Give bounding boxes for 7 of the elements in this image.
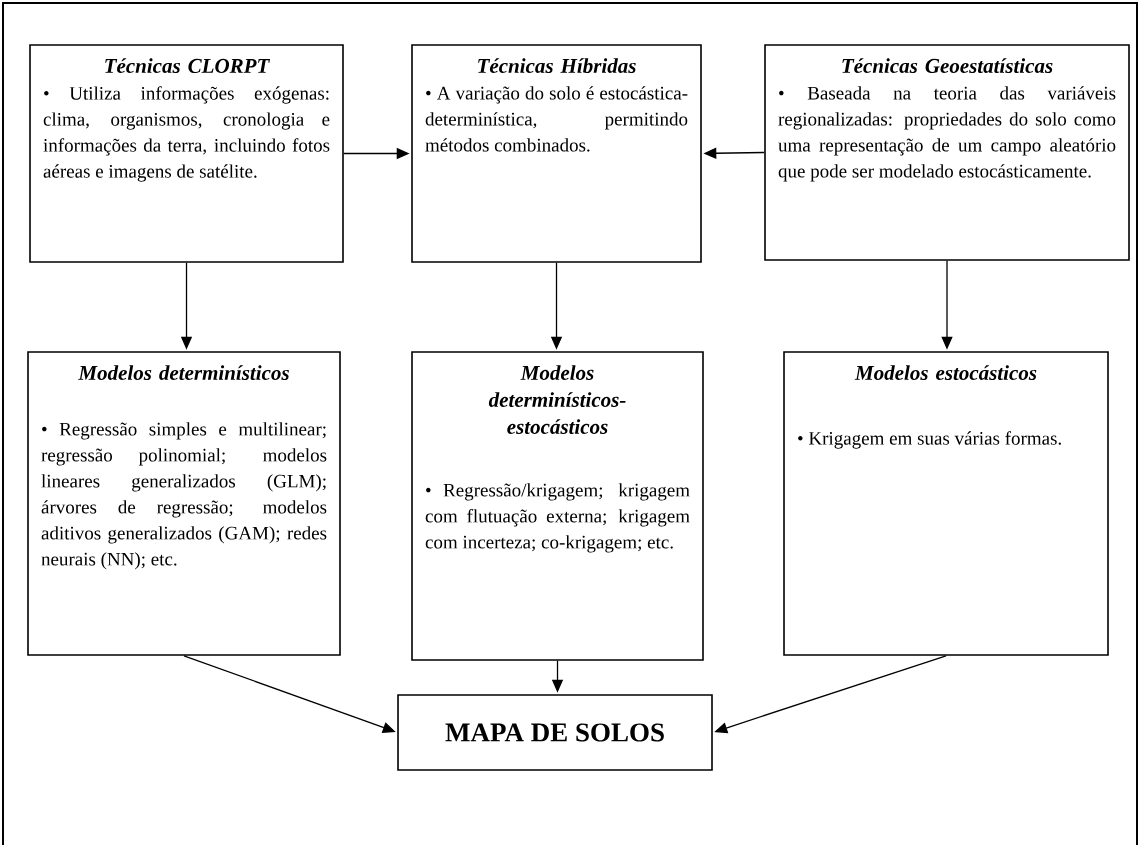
result-box: MAPA DE SOLOS xyxy=(397,694,713,771)
text-box: Técnicas CLORPT • Utiliza informações exógenas: clima, organismos, cronologia e informações da terra, incluindo fotos aéreas e imagens de satélite. xyxy=(29,44,344,263)
text-box: Modelos determinísticos • Regressão simples e multilinear; regressão polinomial; modelos lineares generalizados (GLM); árvores de regressão; modelos aditivos generalizados (GAM); redes neurais (NN); etc. xyxy=(27,351,341,656)
text-box: Modelos estocásticos • Krigagem em suas várias formas. xyxy=(783,351,1109,656)
text-box: Técnicas Geoestatísticas • Baseada na teoria das variáveis regionalizadas: propriedades do solo como uma representação de um campo aleatório que pode ser modelado estocásticamente. xyxy=(764,44,1130,261)
text-box: Modelos determinísticos-estocásticos • Regressão/krigagem; krigagem com flutuação externa; krigagem com incerteza; co-krigagem; etc. xyxy=(411,351,704,661)
text-box: Técnicas Híbridas • A variação do solo é estocástica-determinística, permitindo métodos combinados. xyxy=(411,44,702,263)
